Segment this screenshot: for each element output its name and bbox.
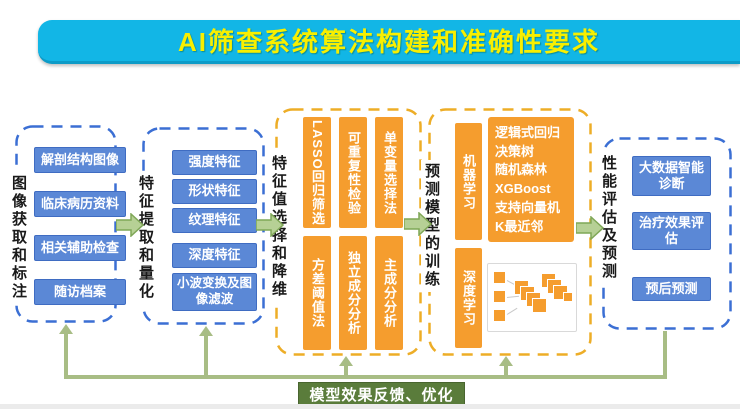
box-intensity-feature: 强度特征 (172, 150, 257, 175)
box-wavelet-filter: 小波变换及图像滤波 (172, 273, 257, 311)
feedback-line-horizontal (64, 375, 667, 379)
algorithm-svm: 支持向量机 (495, 199, 561, 215)
algorithm-xgboost: XGBoost (495, 181, 551, 197)
nn-connection (506, 295, 519, 298)
feedback-branch-line (204, 336, 208, 375)
title-banner: AI筛查系统算法构建和准确性要求 (38, 20, 740, 64)
feedback-arrow-icon (199, 326, 213, 336)
algorithm-list: 逻辑式回归 决策树 随机森林 XGBoost 支持向量机 K最近邻 (488, 117, 574, 242)
feedback-branch-line (344, 366, 348, 375)
nn-node (532, 298, 547, 313)
box-treatment-evaluation: 治疗效果评估 (632, 212, 711, 250)
feedback-arrow-icon (499, 356, 513, 366)
box-deep-learning: 深度学习 (455, 248, 482, 348)
feedback-line-from-evaluation (663, 331, 667, 375)
group-label-performance-evaluation: 性能评估及预测 (598, 152, 618, 284)
feedback-branch-line (504, 366, 508, 375)
nn-connection (506, 307, 518, 315)
algorithm-knn: K最近邻 (495, 218, 544, 234)
box-followup-archive: 随访档案 (34, 279, 126, 305)
box-repeatability-test: 可重复性检验 (339, 117, 367, 228)
flow-arrow-icon (404, 212, 432, 236)
box-shape-feature: 形状特征 (172, 179, 257, 204)
nn-node (563, 292, 573, 302)
nn-node (493, 290, 506, 303)
box-prognosis-prediction: 预后预测 (632, 277, 711, 301)
box-depth-feature: 深度特征 (172, 243, 257, 268)
feedback-arrow-icon (339, 356, 353, 366)
flow-arrow-icon (576, 216, 604, 240)
group-label-model-training: 预测模型的训练 (421, 160, 441, 292)
box-univariate-selection: 单变量选择法 (375, 117, 403, 228)
box-pca: 主成分分析 (375, 236, 403, 350)
box-variance-threshold: 方差阈值法 (303, 236, 331, 350)
feedback-arrow-icon (59, 324, 73, 334)
algorithm-logistic-regression: 逻辑式回归 (495, 125, 561, 140)
flow-arrow-icon (256, 213, 284, 237)
algorithm-decision-tree: 决策树 (495, 143, 535, 159)
feedback-branch-line (64, 334, 68, 375)
nn-node (493, 271, 506, 284)
box-texture-feature: 纹理特征 (172, 208, 257, 233)
box-machine-learning: 机器学习 (455, 123, 482, 240)
page-title: AI筛查系统算法构建和准确性要求 (177, 27, 600, 57)
box-anatomical-images: 解剖结构图像 (34, 147, 126, 173)
box-lasso-regression: LASSO回归筛选 (303, 117, 331, 228)
nn-node (493, 309, 506, 322)
neural-network-diagram (487, 263, 577, 332)
group-label-image-acquisition: 图像获取和标注 (8, 172, 28, 304)
flow-arrow-icon (116, 213, 144, 237)
slide-bottom-edge (0, 404, 740, 409)
box-bigdata-diagnosis: 大数据智能诊断 (632, 156, 711, 196)
box-clinical-records: 临床病历资料 (34, 191, 126, 217)
box-ica: 独立成分分析 (339, 236, 367, 350)
group-label-feature-extraction: 特征提取和量化 (135, 172, 155, 304)
box-auxiliary-exams: 相关辅助检查 (34, 235, 126, 261)
algorithm-random-forest: 随机森林 (495, 162, 548, 178)
